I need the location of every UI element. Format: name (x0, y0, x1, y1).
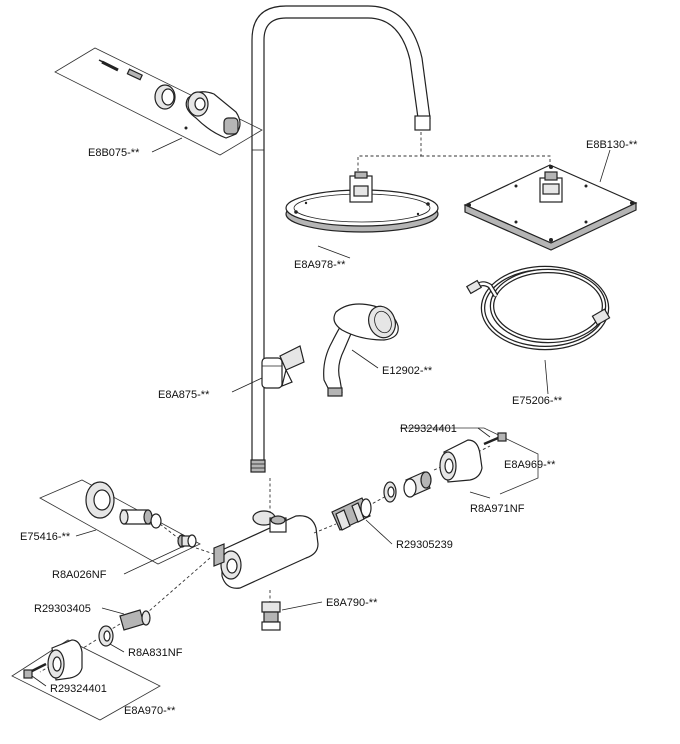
leader-lines (31, 137, 611, 687)
flow-cartridge (119, 609, 151, 631)
hand-shower (323, 303, 399, 397)
label-e12902: E12902-** (382, 365, 433, 377)
square-shower-head (463, 164, 638, 251)
wall-bracket-assembly (54, 47, 263, 156)
thermostat-mixer-body (213, 510, 319, 589)
flow-handle (11, 639, 161, 721)
label-r29324401-bottom: R29324401 (50, 683, 107, 695)
label-e75206: E75206-** (512, 395, 563, 407)
label-r29324401-top: R29324401 (400, 423, 457, 435)
label-r29303405: R29303405 (34, 603, 91, 615)
nonreturn-valve (177, 534, 197, 548)
label-e8a969: E8A969-** (504, 459, 556, 471)
label-e8a970: E8A970-** (124, 705, 176, 717)
label-e8a978: E8A978-** (294, 259, 346, 271)
outlet-fitting (261, 601, 281, 631)
label-r8a971nf: R8A971NF (470, 503, 525, 515)
thermostatic-cartridge (331, 497, 372, 531)
connection-dashes-head (357, 132, 551, 176)
escutcheon-set (39, 479, 201, 565)
label-r8a026nf: R8A026NF (52, 569, 107, 581)
riser-pipe (250, 5, 431, 473)
round-shower-head (285, 171, 439, 233)
label-r29305239: R29305239 (396, 539, 453, 551)
cartridge-nut (98, 625, 114, 647)
adapter-nut (383, 471, 432, 503)
label-e8a790: E8A790-** (326, 597, 378, 609)
shower-hose (465, 265, 611, 351)
label-e8a875: E8A875-** (158, 389, 210, 401)
shower-slider (261, 345, 305, 389)
label-e8b130: E8B130-** (586, 139, 638, 151)
label-e75416: E75416-** (20, 531, 71, 543)
label-e8b075: E8B075-** (88, 147, 140, 159)
temperature-handle (400, 427, 539, 495)
label-r8a831nf: R8A831NF (128, 647, 183, 659)
